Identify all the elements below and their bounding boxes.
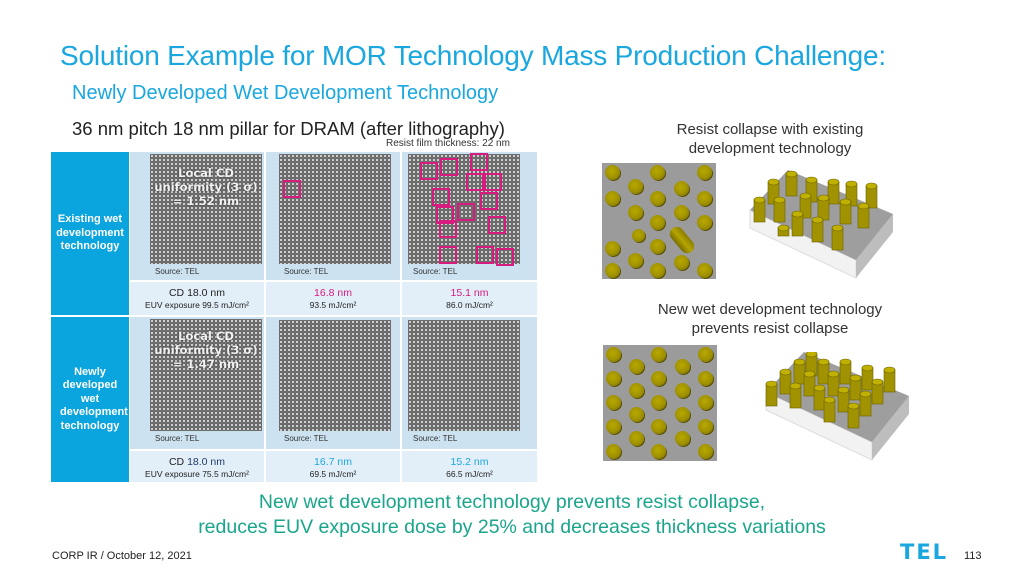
defect-marker bbox=[457, 203, 475, 221]
sem-image bbox=[279, 320, 391, 431]
table-note: Resist film thickness: 22 nm bbox=[386, 138, 510, 149]
exposure-value: 86.0 mJ/cm² bbox=[446, 300, 493, 310]
data-cell: 16.8 nm 93.5 mJ/cm² bbox=[266, 282, 400, 315]
defect-marker bbox=[283, 180, 301, 198]
collapsed-pillar bbox=[666, 224, 698, 256]
row-label-newly-developed: Newly developed wet development technolo… bbox=[51, 317, 129, 482]
row-label-existing: Existing wet development technology bbox=[51, 152, 129, 315]
cd-value: 15.2 nm bbox=[450, 456, 489, 468]
cd-value: 16.8 nm bbox=[314, 287, 352, 299]
data-cell: 15.2 nm 66.5 mJ/cm² bbox=[402, 451, 537, 482]
exposure-value: EUV exposure 99.5 mJ/cm² bbox=[145, 300, 249, 310]
top-view-no-collapse-diagram bbox=[603, 345, 717, 461]
exposure-value: 69.5 mJ/cm² bbox=[309, 469, 357, 479]
source-label: Source: TEL bbox=[155, 434, 200, 443]
exposure-value: 66.5 mJ/cm² bbox=[446, 469, 493, 479]
table-title: 36 nm pitch 18 nm pillar for DRAM (after… bbox=[72, 118, 505, 139]
defect-marker bbox=[466, 173, 484, 191]
cd-value: CD 18.0 nm bbox=[168, 287, 226, 299]
iso-view-collapse-diagram bbox=[749, 170, 893, 279]
top-view-collapse-diagram bbox=[602, 163, 716, 279]
conclusion-text: New wet development technology prevents … bbox=[198, 491, 826, 538]
source-label: Source: TEL bbox=[413, 434, 458, 443]
defect-marker bbox=[470, 153, 488, 171]
exposure-value: 93.5 mJ/cm² bbox=[309, 300, 357, 310]
slide-subtitle: Newly Developed Wet Development Technolo… bbox=[72, 82, 499, 104]
defect-marker bbox=[439, 246, 457, 264]
sem-image: Local CD uniformity (3 σ) = 1.47 nm bbox=[150, 319, 262, 431]
exposure-value: EUV exposure 75.5 mJ/cm² bbox=[145, 469, 249, 479]
data-cell: CD 18.0 nm EUV exposure 99.5 mJ/cm² bbox=[130, 282, 264, 315]
page-number: 113 bbox=[964, 550, 982, 562]
row-label-text: Newly developed wet development technolo… bbox=[60, 365, 128, 432]
sem-cell: Source: TEL bbox=[266, 152, 400, 280]
defect-marker bbox=[488, 216, 506, 234]
data-cell: CD 18.0 nm EUV exposure 75.5 mJ/cm² bbox=[130, 451, 264, 482]
data-cell: 15.1 nm 86.0 mJ/cm² bbox=[402, 282, 537, 315]
diagram-title-existing: Resist collapse with existing developmen… bbox=[676, 121, 864, 157]
defect-marker bbox=[420, 162, 438, 180]
comparison-table: Existing wet development technology Loca… bbox=[51, 152, 537, 482]
sem-image bbox=[279, 154, 391, 264]
sem-cell: Source: TEL bbox=[402, 152, 537, 280]
row-label-text: Existing wet development technology bbox=[56, 213, 124, 253]
sem-image bbox=[408, 320, 520, 431]
sem-cell: Local CD uniformity (3 σ) = 1.47 nm Sour… bbox=[130, 317, 264, 449]
iso-view-no-collapse-diagram bbox=[765, 352, 909, 461]
sem-image bbox=[408, 153, 520, 266]
source-label: Source: TEL bbox=[155, 267, 200, 276]
defect-marker bbox=[496, 248, 514, 266]
defect-marker bbox=[484, 173, 502, 191]
sem-cell: Source: TEL bbox=[266, 317, 400, 449]
source-label: Source: TEL bbox=[413, 267, 458, 276]
cd-value: 16.7 nm bbox=[314, 456, 352, 468]
defect-marker bbox=[439, 220, 457, 238]
cd-uniformity-annotation: Local CD uniformity (3 σ) = 1.47 nm bbox=[154, 329, 258, 371]
cd-uniformity-annotation: Local CD uniformity (3 σ) = 1.52 nm bbox=[154, 166, 258, 208]
sem-cell: Local CD uniformity (3 σ) = 1.52 nm Sour… bbox=[130, 152, 264, 280]
tel-logo: TEL bbox=[900, 540, 949, 564]
sem-cell: Source: TEL bbox=[402, 317, 537, 449]
diagram-title-new: New wet development technology prevents … bbox=[657, 301, 883, 337]
defect-marker bbox=[480, 192, 498, 210]
slide-title: Solution Example for MOR Technology Mass… bbox=[60, 40, 886, 71]
source-label: Source: TEL bbox=[284, 267, 329, 276]
defect-marker bbox=[432, 188, 450, 206]
footer-date: CORP IR / October 12, 2021 bbox=[52, 550, 192, 562]
cd-value: CD 18.0 nm bbox=[168, 456, 226, 468]
defect-marker bbox=[436, 206, 454, 224]
data-cell: 16.7 nm 69.5 mJ/cm² bbox=[266, 451, 400, 482]
cd-value: 15.1 nm bbox=[450, 287, 489, 299]
sem-image: Local CD uniformity (3 σ) = 1.52 nm bbox=[150, 154, 262, 264]
source-label: Source: TEL bbox=[284, 434, 329, 443]
defect-marker bbox=[440, 158, 458, 176]
defect-marker bbox=[476, 246, 494, 264]
